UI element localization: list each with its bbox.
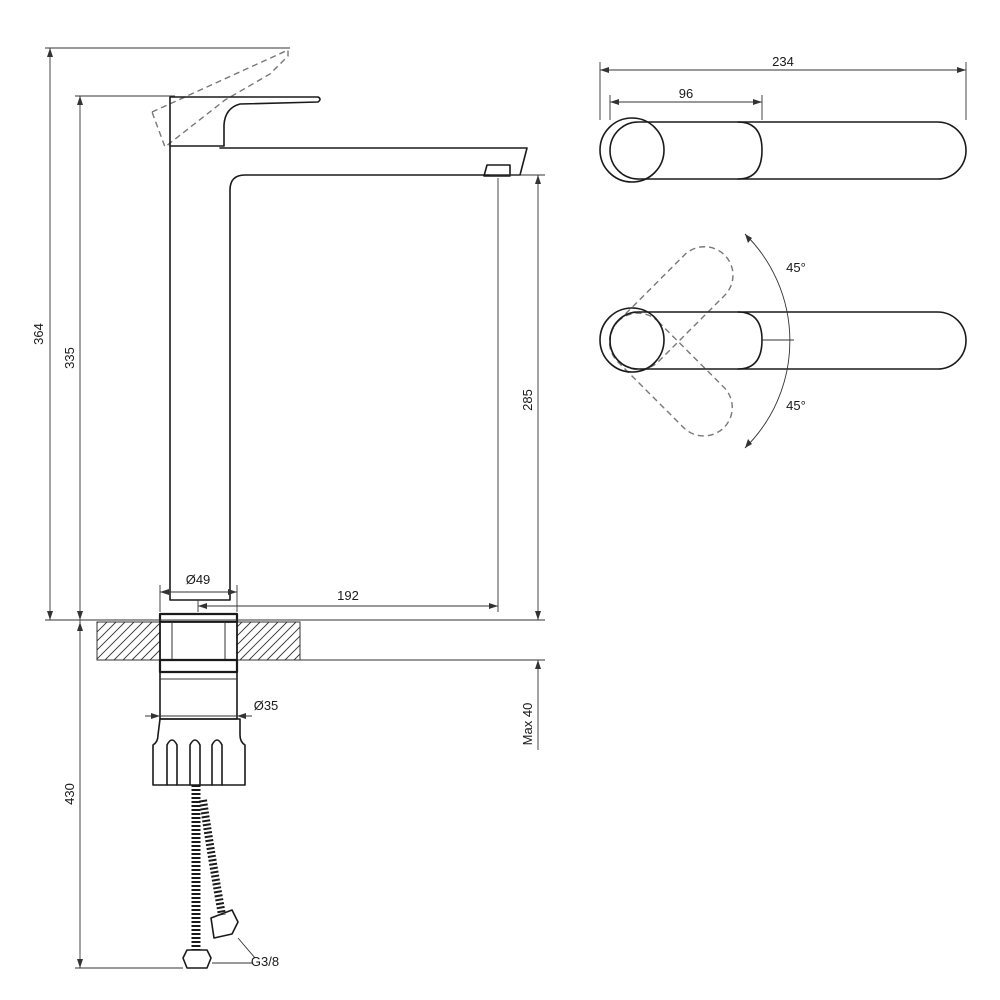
aerator — [483, 164, 511, 177]
countertop-section — [96, 621, 301, 661]
dim-body-diameter: Ø49 — [186, 572, 211, 587]
under-counter-assembly — [152, 658, 256, 969]
dim-rotation-down: 45° — [786, 398, 806, 413]
fitting-left — [182, 949, 212, 969]
faucet-rotation-view — [599, 233, 967, 449]
dim-handle-length: 96 — [679, 86, 693, 101]
fitting-right — [210, 909, 239, 939]
base-collar — [158, 612, 239, 624]
dim-spout-height: 335 — [62, 347, 77, 369]
handle-raised-dashed — [151, 48, 289, 149]
faucet-top-view — [599, 62, 967, 183]
dim-rotation-up: 45° — [786, 260, 806, 275]
dim-spout-reach: 192 — [337, 588, 359, 603]
dimension-lines — [45, 47, 545, 969]
faucet-side-view — [151, 48, 528, 624]
dim-hose-length: 430 — [62, 783, 77, 805]
handle — [169, 96, 321, 147]
dim-top-length: 234 — [772, 54, 794, 69]
faucet-body — [169, 145, 528, 601]
dim-shank-diameter: Ø35 — [254, 698, 279, 713]
dim-countertop-thickness: Max 40 — [520, 703, 535, 746]
dim-total-height: 364 — [31, 323, 46, 345]
shank-nut — [159, 621, 238, 661]
hose-right — [199, 799, 226, 916]
dim-outlet-height: 285 — [520, 389, 535, 411]
dim-hose-thread: G3/8 — [251, 954, 279, 969]
fixing-nut — [152, 718, 246, 786]
